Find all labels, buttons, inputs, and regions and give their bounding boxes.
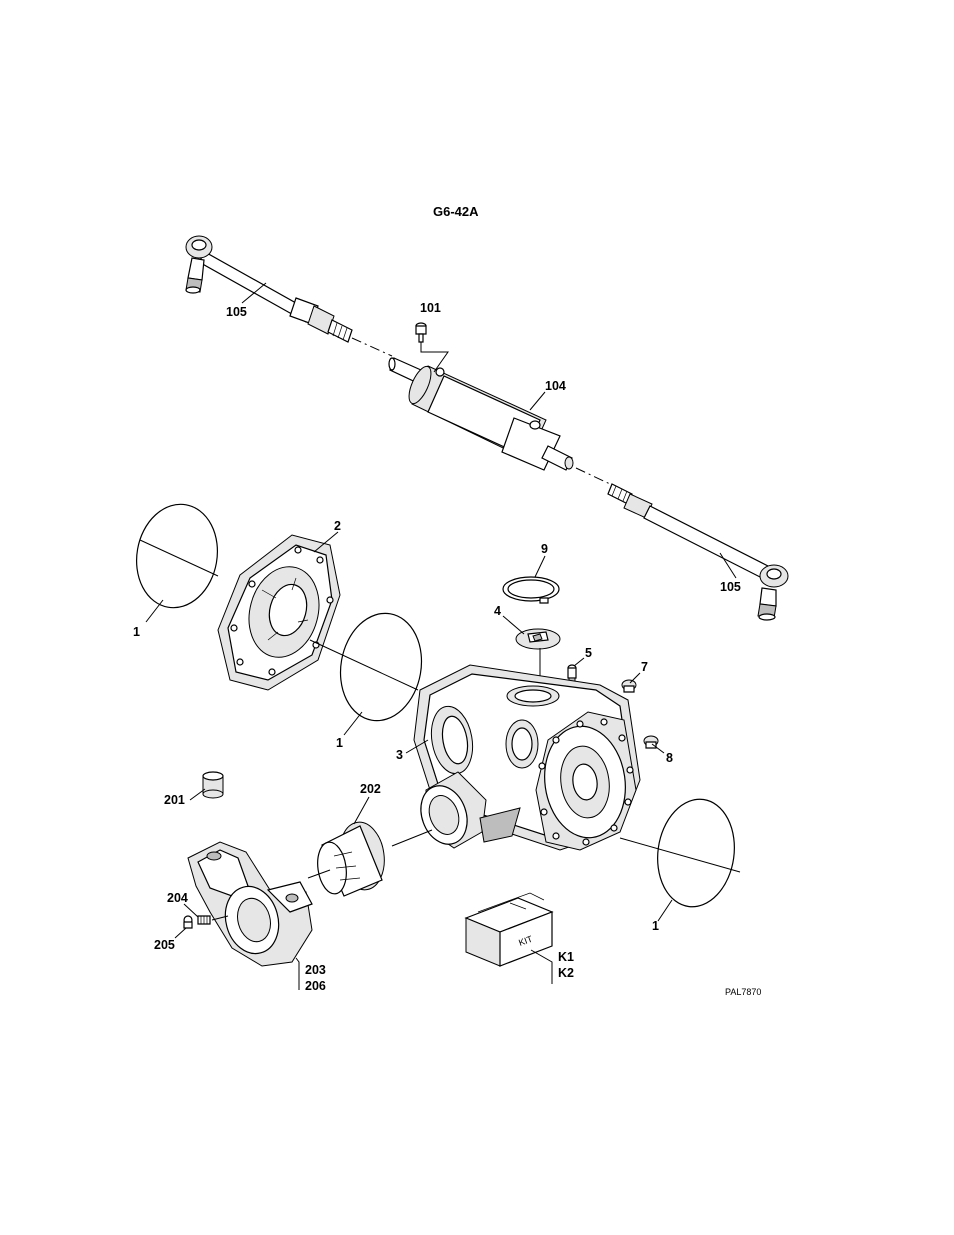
callout-8: 8	[666, 751, 673, 765]
plug-8	[644, 736, 658, 748]
callout-1-right: 1	[652, 919, 659, 933]
callout-202: 202	[360, 782, 381, 796]
axle-housing-3	[413, 665, 640, 851]
figure-title: G6-42A	[433, 204, 479, 219]
callout-201: 201	[164, 793, 185, 807]
seal-disc-1-right	[620, 794, 741, 912]
callout-205: 205	[154, 938, 175, 952]
centerline-right	[576, 468, 610, 484]
tie-rod-end-right	[608, 484, 788, 620]
plug-7	[622, 680, 636, 692]
bushing-202	[315, 819, 389, 896]
callout-2: 2	[334, 519, 341, 533]
callout-k2: K2	[558, 966, 574, 980]
bushing-201	[203, 772, 223, 798]
centerline-left	[352, 338, 392, 356]
fitting-205	[184, 916, 192, 928]
callout-206: 206	[305, 979, 326, 993]
cover-plate-2	[218, 535, 340, 690]
bolt-101	[416, 323, 426, 342]
steering-cylinder	[389, 358, 573, 470]
pillow-block-203	[188, 842, 312, 966]
plate-4	[516, 629, 560, 649]
callout-101: 101	[420, 301, 441, 315]
figure-code: PAL7870	[725, 987, 761, 997]
callout-203: 203	[305, 963, 326, 977]
callout-204: 204	[167, 891, 188, 905]
seal-disc-1-left	[129, 498, 226, 614]
centerline-trunnion	[392, 830, 432, 846]
grease-fitting-204	[198, 916, 210, 924]
callout-k1: K1	[558, 950, 574, 964]
snap-ring-9	[503, 577, 559, 603]
tie-rod-end-left	[186, 236, 352, 342]
callout-3: 3	[396, 748, 403, 762]
callout-9: 9	[541, 542, 548, 556]
callout-105-left: 105	[226, 305, 247, 319]
callout-7: 7	[641, 660, 648, 674]
callout-5: 5	[585, 646, 592, 660]
callout-105-right: 105	[720, 580, 741, 594]
callout-4: 4	[494, 604, 501, 618]
callout-1-center: 1	[336, 736, 343, 750]
callout-1-left: 1	[133, 625, 140, 639]
callout-104: 104	[545, 379, 566, 393]
